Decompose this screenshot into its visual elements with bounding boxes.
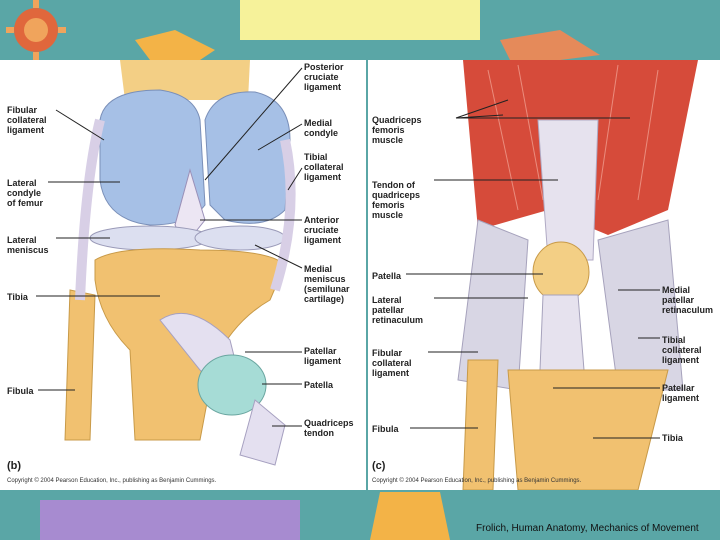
panel-knee-anterior-c: Quadriceps femoris muscle Tendon of quad… <box>368 60 720 490</box>
label-tibial-collateral-ligament-c: Tibial collateral ligament <box>662 335 702 365</box>
label-quadriceps-femoris-muscle: Quadriceps femoris muscle <box>372 115 422 145</box>
yellow-shape-top <box>240 0 480 40</box>
label-fibular-collateral-ligament-c: Fibular collateral ligament <box>372 348 412 378</box>
label-anterior-cruciate-ligament: Anterior cruciate ligament <box>304 215 342 245</box>
sun-gear-icon <box>6 0 66 60</box>
label-medial-patellar-retinaculum: Medial patellar retinaculum <box>662 285 714 315</box>
label-fibula-c: Fibula <box>372 424 399 434</box>
purple-shape-bottom <box>40 500 300 540</box>
label-fibular-collateral-ligament: Fibular collateral ligament <box>7 105 47 135</box>
copyright-b: Copyright © 2004 Pearson Education, Inc.… <box>7 478 217 484</box>
label-patellar-ligament: Patellar ligament <box>304 346 342 366</box>
slide-footer: Frolich, Human Anatomy, Mechanics of Mov… <box>476 523 699 534</box>
label-medial-meniscus: Medial meniscus (semilunar cartilage) <box>304 264 350 304</box>
panel-letter-c: (c) <box>372 460 386 472</box>
label-medial-condyle: Medial condyle <box>304 118 339 138</box>
orange-shape-bottom <box>370 492 450 540</box>
label-quadriceps-tendon: Quadriceps tendon <box>304 418 354 438</box>
label-patella-c: Patella <box>372 271 402 281</box>
panel-knee-joint-b: Fibular collateral ligament Lateral cond… <box>0 60 366 490</box>
label-tibial-collateral-ligament: Tibial collateral ligament <box>304 152 344 182</box>
label-fibula: Fibula <box>7 386 34 396</box>
label-lateral-patellar-retinaculum: Lateral patellar retinaculum <box>372 295 424 325</box>
knee-anterior-illustration <box>406 60 698 490</box>
label-tibia: Tibia <box>7 292 28 302</box>
label-patellar-ligament-c: Patellar ligament <box>662 383 700 403</box>
copyright-c: Copyright © 2004 Pearson Education, Inc.… <box>372 478 582 484</box>
label-lateral-meniscus: Lateral meniscus <box>7 235 49 255</box>
knee-joint-illustration <box>36 60 303 466</box>
label-tibia-c: Tibia <box>662 433 683 443</box>
panel-letter-b: (b) <box>7 460 22 472</box>
orange-gear-shape <box>135 30 215 60</box>
coral-gear-shape <box>500 30 600 60</box>
label-lateral-condyle: Lateral condyle of femur <box>7 178 43 208</box>
label-tendon-quadriceps: Tendon of quadriceps femoris muscle <box>372 180 421 220</box>
label-posterior-cruciate-ligament: Posterior cruciate ligament <box>304 62 344 92</box>
label-patella: Patella <box>304 380 334 390</box>
